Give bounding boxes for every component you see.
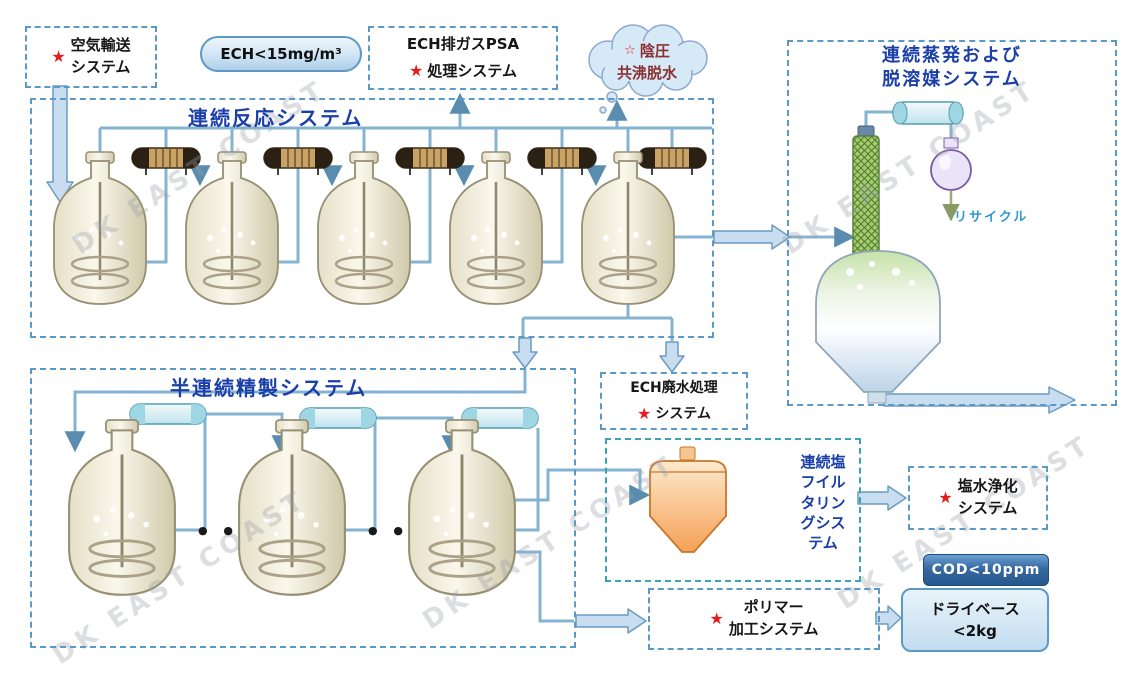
polymer-label-line2: 加工システム <box>728 620 819 638</box>
recycle-label: リサイクル <box>954 210 1029 225</box>
star-icon: ★ <box>409 61 424 81</box>
wastewater-system-box: ECH廃水処理 ★ システム <box>600 372 748 430</box>
polymer-label-line1: ポリマー <box>743 598 804 617</box>
brine-label-line1: 塩水浄化 <box>957 477 1018 496</box>
wastewater-label-line1: ECH廃水処理 <box>630 380 718 397</box>
evaporator-vessel <box>815 250 941 404</box>
salt-filtering-system-label: 連続塩 フイル タリン グシス テム <box>800 453 846 552</box>
star-outline-icon: ☆ <box>624 43 636 59</box>
purification-system-frame <box>30 368 576 648</box>
polymer-processing-system-box: ★ ポリマー 加工システム <box>648 588 880 650</box>
arrow-salt-to-brine <box>857 485 907 511</box>
psa-system-box: ECH排ガスPSA ★ 処理システム <box>368 26 558 90</box>
ech-limit-callout: ECH<15mg/m³ <box>200 36 362 72</box>
cod-limit-callout: COD<10ppm <box>923 554 1049 586</box>
star-icon: ★ <box>51 47 66 66</box>
salt-filtering-system-frame <box>605 438 861 582</box>
evaporation-system-frame <box>787 40 1117 406</box>
psa-label-line2: 処理システム <box>427 61 517 80</box>
recycle-receiver-flask <box>930 137 972 191</box>
cloud-label-line1: 陰圧 <box>639 41 670 60</box>
purification-system-title: 半連続精製システム <box>170 376 368 400</box>
continuation-dots: ● ● <box>198 524 240 537</box>
reaction-system-frame <box>30 98 714 338</box>
flow-arrows <box>46 85 1076 634</box>
distillation-column <box>852 125 880 259</box>
cloud-shape <box>588 24 708 114</box>
star-icon: ★ <box>938 488 953 507</box>
air-transport-label-line2: システム <box>70 58 131 76</box>
negative-pressure-cloud-label: ☆ 陰圧 共沸脱水 <box>591 38 703 86</box>
arrow-reaction-to-evaporation <box>713 224 791 250</box>
brine-purification-system-box: ★ 塩水浄化 システム <box>908 466 1048 530</box>
arrow-to-wastewater <box>659 341 685 373</box>
star-icon: ★ <box>637 403 652 423</box>
cloud-label-line2: 共沸脱水 <box>616 64 677 82</box>
star-icon: ★ <box>709 609 724 628</box>
salt-filter-vessel <box>649 446 727 553</box>
brine-label-line2: システム <box>957 499 1018 517</box>
arrow-reaction-to-purification <box>512 337 538 369</box>
dry-base-callout: ドライベース <2kg <box>901 588 1049 652</box>
air-transport-label-line1: 空気輸送 <box>70 36 131 55</box>
reaction-system-title: 連続反応システム <box>188 106 364 130</box>
condenser <box>892 101 964 125</box>
continuation-dots: ● ● <box>368 524 410 537</box>
arrow-purification-to-polymer <box>575 608 647 634</box>
arrow-evaporation-outlet <box>883 386 1076 414</box>
evaporation-system-title: 連続蒸発および 脱溶媒システム <box>882 45 1022 91</box>
psa-label-line1: ECH排ガスPSA <box>406 34 520 53</box>
wastewater-label-line2: システム <box>655 405 711 422</box>
air-transport-system-box: ★ 空気輸送 システム <box>25 26 157 88</box>
